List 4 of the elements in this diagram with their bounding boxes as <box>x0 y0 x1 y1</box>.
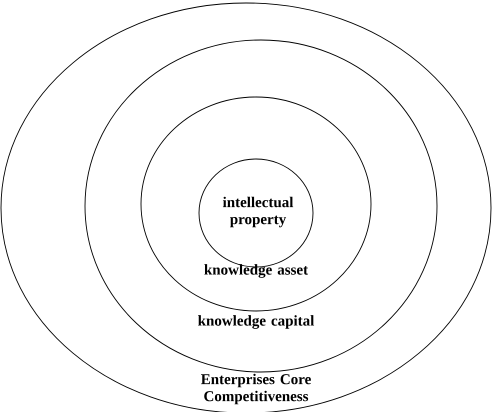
ring-label: Enterprises Core Competitiveness <box>200 374 311 404</box>
ring-label: knowledge asset <box>204 264 308 278</box>
ring-label: knowledge capital <box>198 315 314 329</box>
ring-label: intellectual property <box>222 196 294 228</box>
